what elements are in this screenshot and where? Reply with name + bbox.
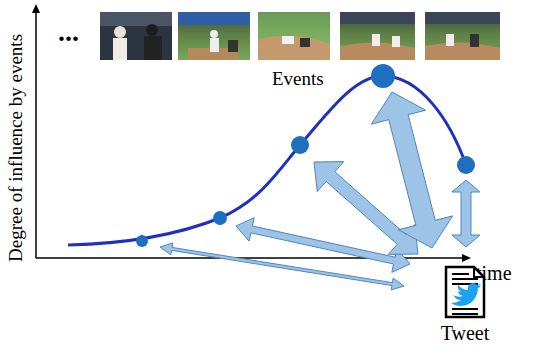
video-frame [178, 12, 250, 60]
document-icon [443, 264, 487, 320]
node-label: Tweet [437, 322, 494, 345]
tweet-document: Tweet [437, 264, 494, 345]
axis-label: Degree of influence by events [5, 8, 27, 288]
influence-curve [68, 76, 466, 245]
video-frame [100, 12, 172, 60]
influence-arrow [452, 180, 480, 247]
video-frame [425, 12, 500, 60]
video-frame [340, 12, 415, 60]
influence-arrow [314, 162, 418, 255]
event-dot [136, 64, 475, 247]
ellipsis: ... [58, 16, 79, 48]
influence-arrow [160, 243, 404, 290]
video-frame [258, 12, 330, 60]
axis-note: Events [272, 68, 324, 90]
